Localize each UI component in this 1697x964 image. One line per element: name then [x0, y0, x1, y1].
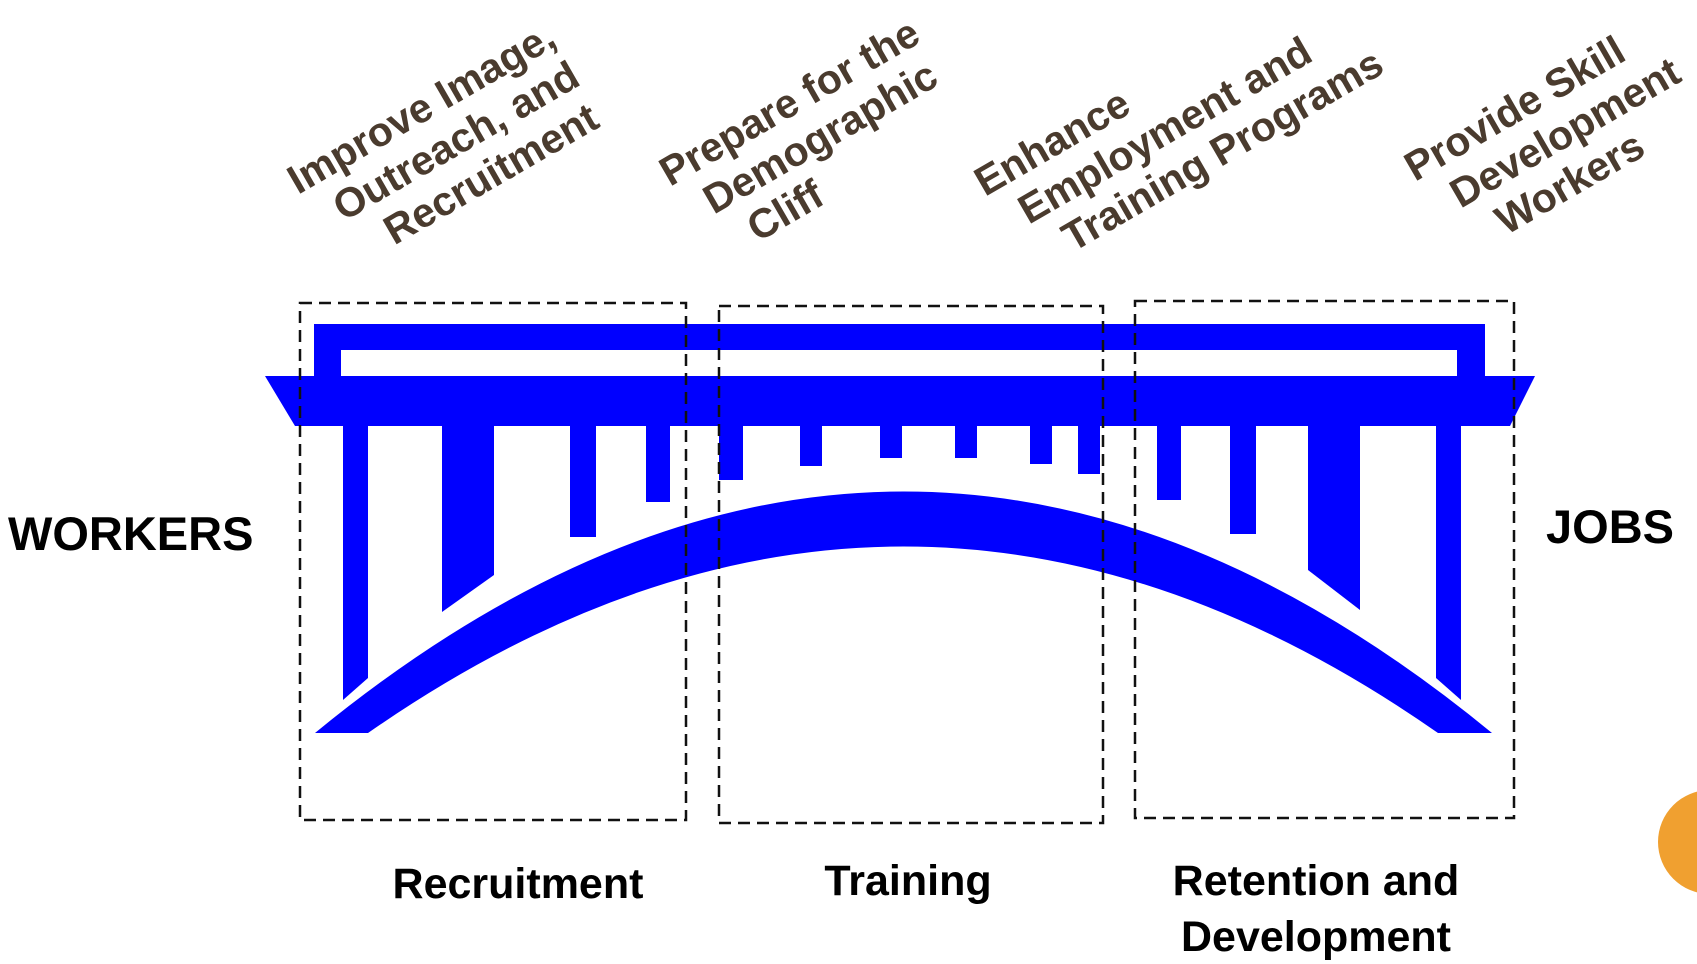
- stage-labels: Recruitment Training Retention and Devel…: [393, 857, 1460, 961]
- stage-label-training: Training: [824, 857, 991, 905]
- bridge-pier-left-inner: [442, 422, 494, 612]
- page-number-badge: [1658, 791, 1697, 893]
- bridge-hanger: [1157, 422, 1181, 500]
- bridge-pier-right: [1436, 422, 1461, 700]
- bridge-hanger: [800, 422, 822, 466]
- bridge-illustration: [265, 324, 1535, 733]
- bridge-pier-right-inner: [1308, 422, 1360, 610]
- bridge-pier-left: [343, 422, 368, 700]
- bridge-hanger: [1230, 422, 1256, 534]
- workers-label: WORKERS: [8, 507, 253, 560]
- goal-employment-training: Enhance Employment and Training Programs: [967, 28, 1391, 261]
- bridge-hanger: [719, 422, 743, 480]
- bridge-hanger: [1030, 422, 1052, 464]
- bridge-hanger: [646, 422, 670, 502]
- jobs-label: JOBS: [1546, 500, 1674, 553]
- stage-label-recruitment: Recruitment: [393, 860, 644, 908]
- stage-boxes: [298, 299, 1516, 825]
- bridge-deck: [265, 376, 1535, 426]
- goal-labels: Improve Image, Outreach, and Recruitment…: [280, 9, 1689, 261]
- stage-box-training: [717, 304, 1105, 825]
- stage-label-development: Development: [1181, 913, 1451, 961]
- bridge-hangers: [570, 422, 1256, 537]
- bridge-hanger: [955, 422, 977, 458]
- stage-box-retention: [1133, 299, 1516, 820]
- goal-demographic-cliff: Prepare for the Demographic Cliff: [652, 9, 946, 250]
- bridge-arch: [315, 491, 1492, 733]
- stage-label-retention: Retention and: [1173, 857, 1460, 905]
- bridge-hanger: [880, 422, 902, 458]
- bridge-top-rail: [314, 324, 1485, 378]
- goal-skill-development: Provide Skill Development Workers: [1397, 27, 1689, 244]
- stage-box-recruitment: [298, 301, 688, 822]
- goal-image-outreach: Improve Image, Outreach, and Recruitment: [280, 13, 607, 254]
- bridge-hanger: [570, 422, 596, 537]
- bridge-hanger: [1078, 422, 1100, 474]
